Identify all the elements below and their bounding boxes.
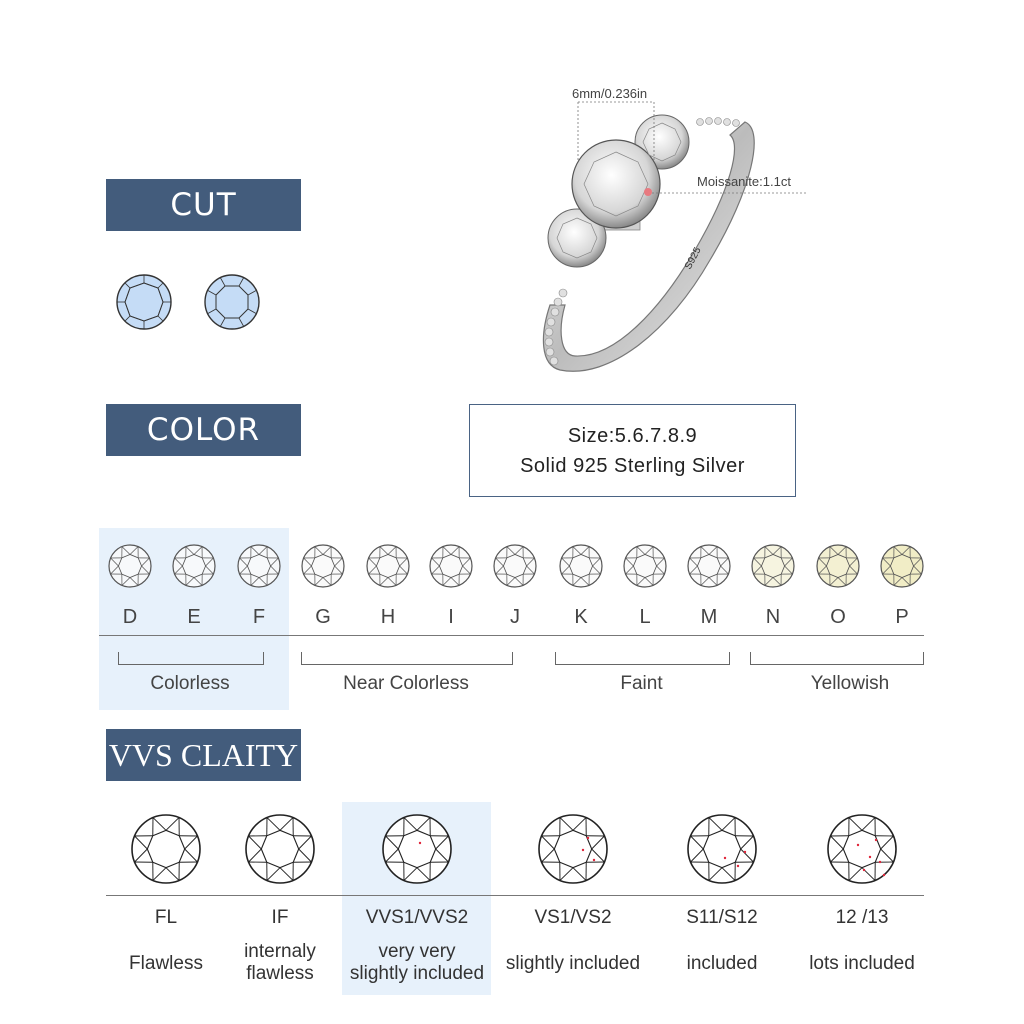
color-gem-i [429,544,473,588]
color-gem-k [559,544,603,588]
color-grade-g: G [315,606,331,628]
clarity-grade-label: IF [271,907,289,928]
color-grade-d: D [122,606,138,628]
bracket-yellowish [750,652,924,665]
cut-banner: CUT [106,179,301,231]
clarity-grade-label: S11/S12 [686,907,758,928]
clarity-gem-5 [827,814,897,884]
dimension-label: 6mm/0.236in [572,86,648,101]
color-gem-n [751,544,795,588]
clarity-scale-divider [106,895,924,896]
group-label-faint: Faint [620,673,663,694]
color-gem-p [880,544,924,588]
color-banner: COLOR [106,404,301,456]
color-gem-row [108,544,924,588]
clarity-gem-2 [382,814,452,884]
clarity-gem-3 [538,814,608,884]
color-gem-m [687,544,731,588]
color-grade-h: H [380,606,396,628]
stone-weight-label: Moissanite:1.1ct [697,174,791,189]
bracket-near-colorless [301,652,513,665]
clarity-gem-row [131,814,897,884]
color-gem-j [493,544,537,588]
color-grade-i: I [448,606,454,628]
product-info-box: Size:5.6.7.8.9 Solid 925 Sterling Silver [469,404,796,497]
color-gem-o [816,544,860,588]
group-label-near-colorless: Near Colorless [343,673,469,694]
color-grade-e: E [187,606,201,628]
group-label-colorless: Colorless [150,673,230,694]
clarity-description: lots included [809,953,915,974]
clarity-gem-0 [131,814,201,884]
bracket-faint [555,652,730,665]
color-grade-m: M [700,606,718,628]
material-text: Solid 925 Sterling Silver [520,454,745,477]
color-grade-n: N [765,606,781,628]
clarity-grade-label: VVS1/VVS2 [365,907,469,928]
clarity-description: Flawless [129,953,203,974]
color-gem-e [172,544,216,588]
color-grade-o: O [830,606,846,628]
color-scale-divider [99,635,924,636]
color-grade-l: L [639,606,651,628]
clarity-grade-label: 12 /13 [835,907,889,928]
color-grade-k: K [574,606,588,628]
clarity-grade-label: FL [154,907,178,928]
clarity-description: slightly included [505,953,641,974]
color-gem-d [108,544,152,588]
color-gem-h [366,544,410,588]
group-label-yellowish: Yellowish [810,673,890,694]
color-gem-l [623,544,667,588]
color-grade-f: F [252,606,266,628]
clarity-description: included [686,953,758,974]
ring-illustration: S925 [542,101,808,372]
color-grade-j: J [510,606,520,628]
clarity-gem-4 [687,814,757,884]
size-text: Size:5.6.7.8.9 [567,424,698,447]
bracket-colorless [118,652,264,665]
clarity-gem-1 [245,814,315,884]
color-gem-f [237,544,281,588]
round-brilliant-cut-gem-icon [116,274,172,330]
clarity-banner: VVS CLAITY [106,729,301,781]
color-grade-p: P [895,606,909,628]
octagon-cut-gem-icon [204,274,260,330]
color-gem-g [301,544,345,588]
clarity-grade-label: VS1/VS2 [534,907,612,928]
